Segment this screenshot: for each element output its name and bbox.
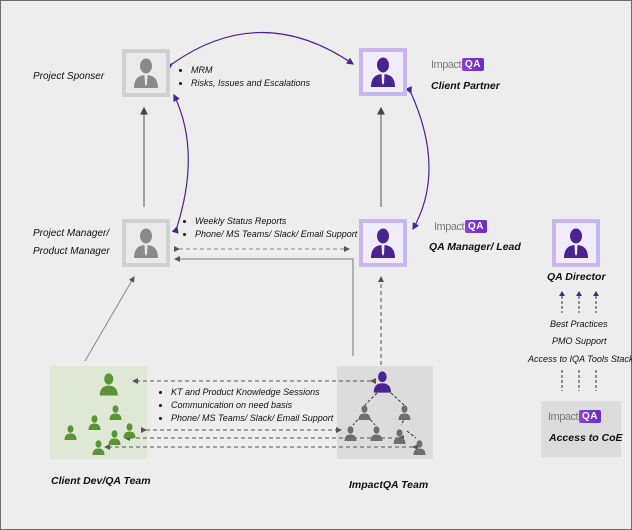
- director-support-item: Access to IQA Tools Stack: [528, 354, 632, 364]
- person-icon: [371, 57, 395, 87]
- qa-director-label: QA Director: [547, 271, 606, 283]
- person-icon: [393, 429, 406, 444]
- person-icon: [88, 415, 101, 430]
- person-icon: [413, 440, 426, 455]
- coe-label: Access to CoE: [549, 432, 623, 444]
- arrow-sponsor-manager: [171, 93, 189, 234]
- client-team-label: Client Dev/QA Team: [51, 475, 151, 487]
- bullet-item: Risks, Issues and Escalations: [191, 77, 310, 90]
- arrow-partner-qamanager: [405, 86, 430, 231]
- sponsor-bullets: MRM Risks, Issues and Escalations: [179, 64, 310, 90]
- bullet-item: Communication on need basis: [171, 399, 333, 412]
- qa-director-node[interactable]: [552, 219, 600, 267]
- person-icon: [134, 228, 158, 258]
- person-icon: [123, 423, 136, 438]
- impactqa-team-people: [344, 371, 426, 455]
- bullet-item: Weekly Status Reports: [195, 215, 357, 228]
- bullet-item: MRM: [191, 64, 310, 77]
- client-partner-label: Client Partner: [431, 80, 500, 92]
- person-icon: [398, 405, 411, 420]
- project-manager-label-line1: Project Manager/: [33, 228, 110, 239]
- person-icon: [134, 58, 158, 88]
- person-icon: [108, 430, 121, 445]
- director-support-item: PMO Support: [552, 336, 607, 346]
- arrow-client-to-manager: [84, 276, 135, 362]
- project-manager-node[interactable]: [122, 219, 170, 267]
- person-icon: [109, 405, 122, 420]
- arrow-team-to-manager: [174, 256, 354, 356]
- director-support-item: Best Practices: [550, 319, 608, 329]
- person-icon: [344, 426, 357, 441]
- client-partner-node[interactable]: [359, 48, 407, 96]
- project-sponsor-label: Project Sponser: [33, 71, 105, 82]
- person-icon: [370, 426, 383, 441]
- impactqa-team-label: ImpactQA Team: [349, 479, 429, 491]
- person-icon: [92, 440, 105, 455]
- bullet-item: KT and Product Knowledge Sessions: [171, 386, 333, 399]
- project-sponsor-node[interactable]: [122, 49, 170, 97]
- bullet-item: Phone/ MS Teams/ Slack/ Email Support: [171, 412, 333, 425]
- person-icon: [358, 405, 371, 420]
- person-icon: [99, 373, 118, 396]
- project-manager-label-line2: Product Manager: [33, 246, 110, 257]
- person-icon: [64, 425, 77, 440]
- arrow-sponsor-partner: [165, 32, 354, 71]
- qa-manager-node[interactable]: [359, 219, 407, 267]
- client-team-people: [64, 373, 136, 455]
- person-icon: [371, 228, 395, 258]
- person-icon: [373, 371, 391, 393]
- manager-bullets: Weekly Status Reports Phone/ MS Teams/ S…: [183, 215, 357, 241]
- team-bullets: KT and Product Knowledge Sessions Commun…: [159, 386, 333, 425]
- bullet-item: Phone/ MS Teams/ Slack/ Email Support: [195, 228, 357, 241]
- qa-manager-label: QA Manager/ Lead: [429, 241, 521, 253]
- person-icon: [564, 228, 588, 258]
